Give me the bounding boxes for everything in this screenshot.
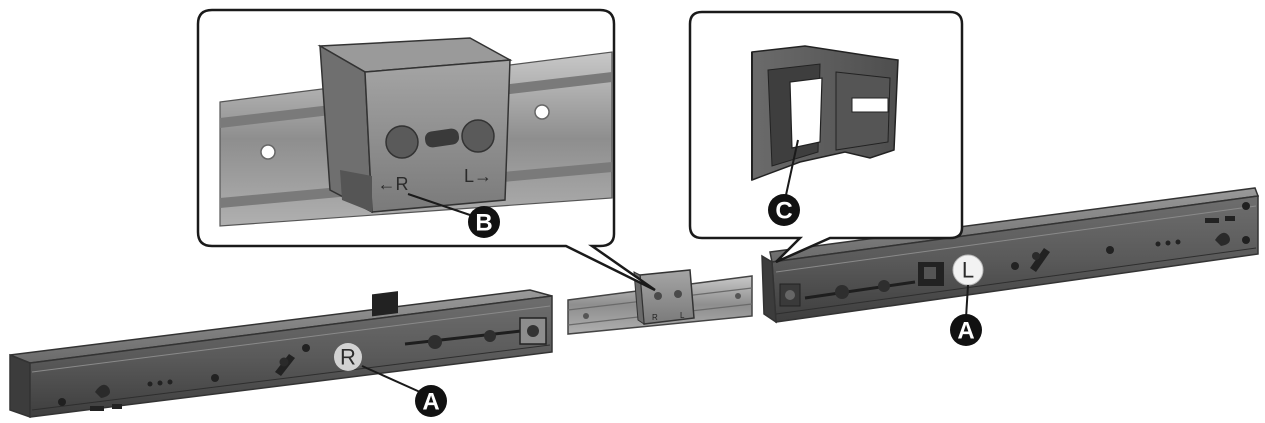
svg-text:A: A xyxy=(957,318,974,345)
svg-text:L: L xyxy=(962,258,974,283)
svg-text:B: B xyxy=(475,210,492,237)
callout-c: C xyxy=(768,194,800,226)
leader-a-left xyxy=(361,365,421,393)
callout-a-right: A xyxy=(950,314,982,346)
center-inner-rail: R L xyxy=(567,269,753,335)
mark-left-text: L→ xyxy=(464,166,492,186)
right-rail xyxy=(761,187,1260,324)
detail-panel-b: ←R L→ xyxy=(196,8,656,292)
svg-text:C: C xyxy=(775,198,792,225)
leader-a-right xyxy=(965,284,969,319)
rail-label-r: R xyxy=(334,343,362,371)
detail-panel-c xyxy=(688,10,964,264)
svg-text:R: R xyxy=(340,345,356,370)
mark-right-text: ←R xyxy=(378,174,409,194)
callout-b: B xyxy=(468,206,500,238)
svg-text:L: L xyxy=(680,311,685,320)
left-rail xyxy=(9,289,553,419)
callout-a-left: A xyxy=(415,385,447,417)
svg-text:A: A xyxy=(422,389,439,416)
svg-text:R: R xyxy=(652,313,658,322)
rail-label-l: L xyxy=(952,254,984,286)
